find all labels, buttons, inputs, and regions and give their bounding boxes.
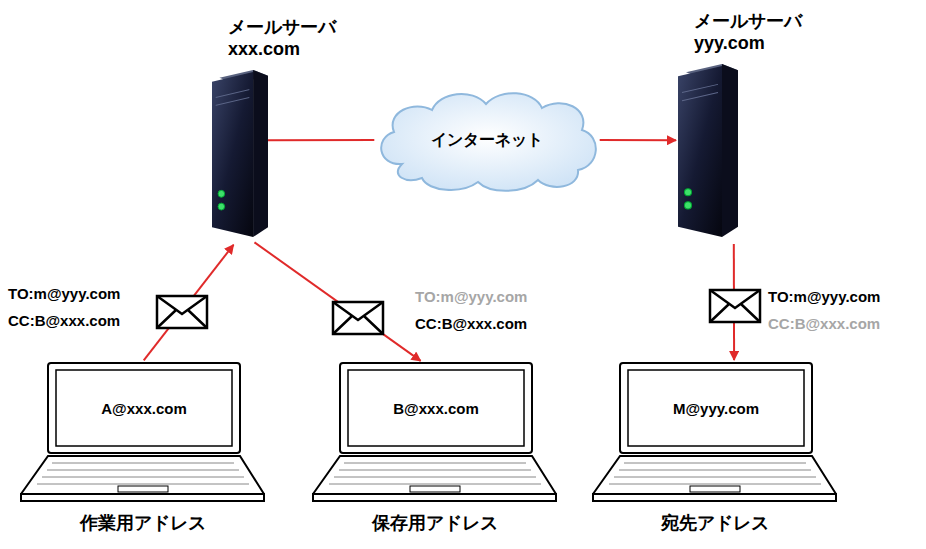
node-text: メールサーバ [694, 10, 802, 32]
node-text: 作業用アドレス [0, 512, 285, 534]
cloud-label: インターネット [372, 86, 602, 194]
node-text: 保存用アドレス [292, 512, 577, 534]
server-title: メールサーバxxx.com [228, 16, 336, 60]
node-text: xxx.com [228, 38, 336, 60]
address-caption: 保存用アドレス [292, 512, 577, 534]
mail-header: CC:B@xxx.com [768, 315, 880, 333]
screen-label: M@yyy.com [628, 370, 804, 446]
mail-header: CC:B@xxx.com [415, 315, 527, 333]
node-text: A@xxx.com [101, 400, 187, 417]
address-caption: 宛先アドレス [572, 512, 857, 534]
node-text: M@yyy.com [673, 400, 759, 417]
mail-header: TO:m@yyy.com [768, 288, 880, 306]
node-text: インターネット [431, 130, 543, 151]
mail-header: TO:m@yyy.com [415, 288, 527, 306]
mail-header: CC:B@xxx.com [8, 312, 120, 330]
address-caption: 作業用アドレス [0, 512, 285, 534]
node-text: 宛先アドレス [572, 512, 857, 534]
laptop-computer: B@xxx.com保存用アドレス [312, 362, 557, 502]
node-text: yyy.com [694, 32, 802, 54]
internet-cloud: インターネット [372, 86, 602, 194]
mail-header: TO:m@yyy.com [8, 285, 120, 303]
envelope-icon [710, 290, 760, 322]
mail-server: メールサーバyyy.com [678, 62, 738, 240]
screen-label: A@xxx.com [56, 370, 232, 446]
node-text: B@xxx.com [393, 400, 479, 417]
mail-server: メールサーバxxx.com [212, 68, 268, 240]
laptop-computer: A@xxx.com作業用アドレス [20, 362, 265, 502]
mail-route-arrow [600, 139, 676, 141]
screen-label: B@xxx.com [348, 370, 524, 446]
server-title: メールサーバyyy.com [694, 10, 802, 54]
envelope-icon [333, 302, 383, 334]
mail-route-arrow [254, 242, 420, 361]
laptop-computer: M@yyy.com宛先アドレス [592, 362, 837, 502]
mail-route-arrow [144, 245, 234, 361]
envelope-icon [157, 296, 207, 328]
node-text: メールサーバ [228, 16, 336, 38]
mail-route-arrow [268, 139, 374, 141]
